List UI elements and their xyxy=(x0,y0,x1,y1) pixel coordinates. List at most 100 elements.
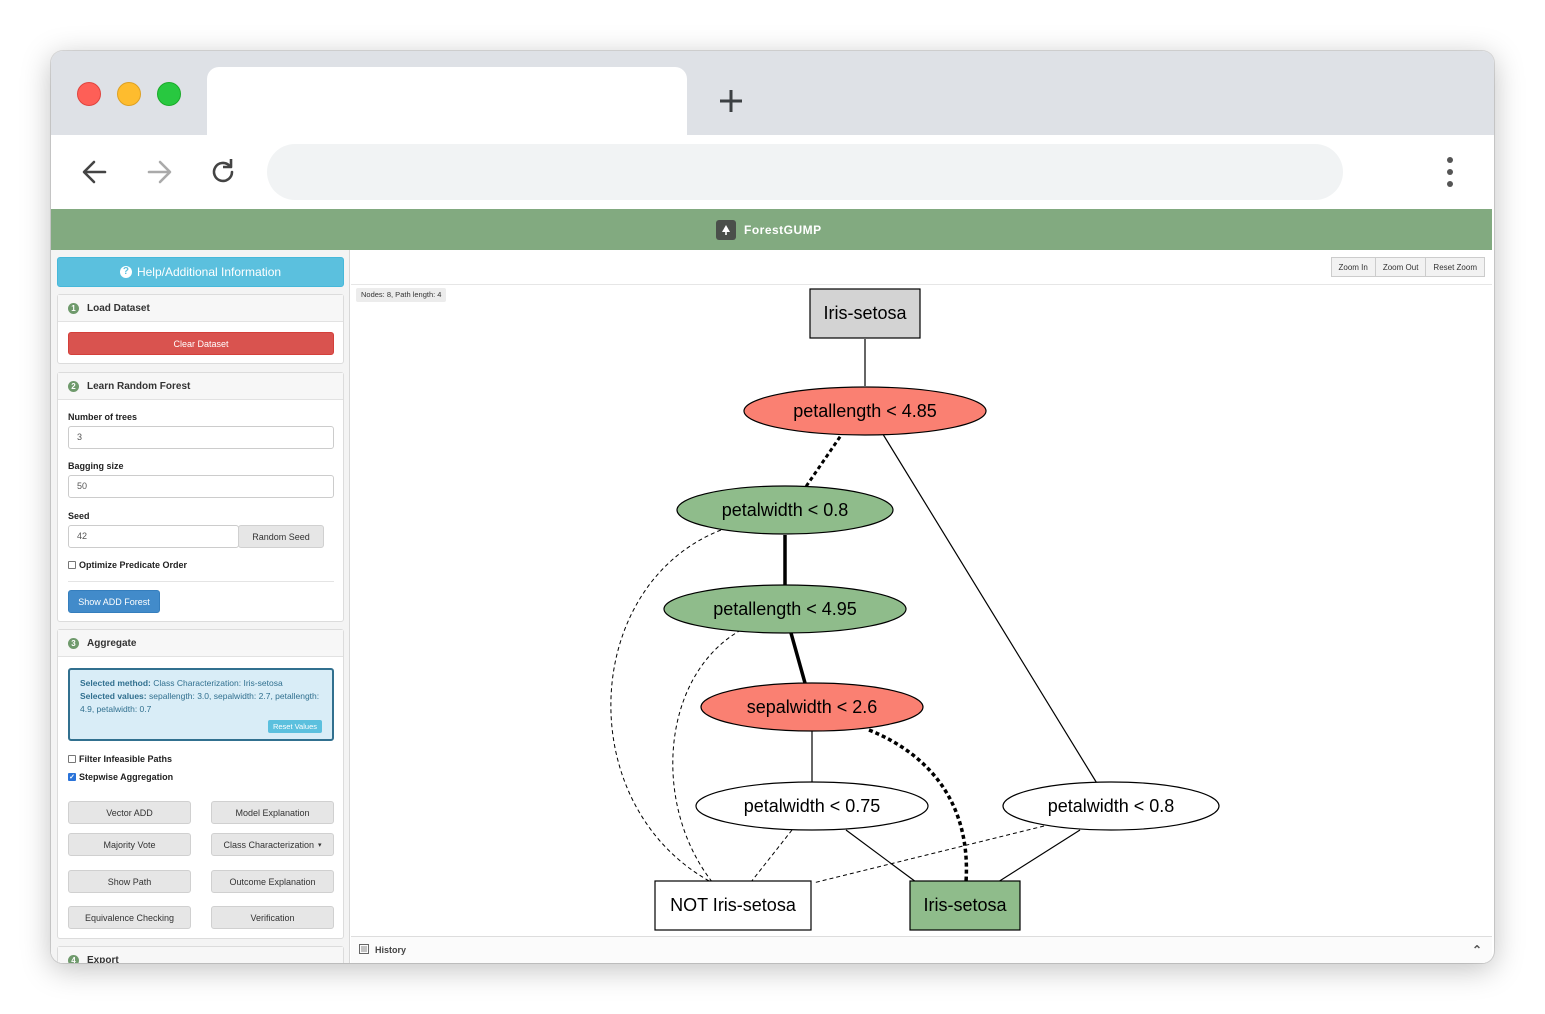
minimize-window-button[interactable] xyxy=(117,82,141,106)
stepwise-aggregation-checkbox[interactable]: ✓ Stepwise Aggregation xyxy=(68,772,173,782)
step-badge: 4 xyxy=(68,954,79,963)
bagging-input[interactable]: 50 xyxy=(68,475,334,498)
aggregate-panel: 3 Aggregate Selected method: Class Chara… xyxy=(57,629,344,939)
model-explanation-button[interactable]: Model Explanation xyxy=(211,801,334,824)
filter-infeasible-checkbox[interactable]: Filter Infeasible Paths xyxy=(68,754,172,764)
decision-node-label: petalwidth < 0.8 xyxy=(1048,796,1175,816)
panel-header: 3 Aggregate xyxy=(58,630,343,657)
decision-node-label: petallength < 4.85 xyxy=(793,401,937,421)
browser-menu-icon[interactable] xyxy=(1435,155,1465,189)
browser-window: ForestGUMP ? Help/Additional Information… xyxy=(51,51,1494,963)
tree-logo-icon xyxy=(716,220,736,240)
leaf-node-label: NOT Iris-setosa xyxy=(670,895,797,915)
edge xyxy=(997,829,1081,883)
learn-random-forest-panel: 2 Learn Random Forest Number of trees 3 … xyxy=(57,372,344,622)
decision-node[interactable] xyxy=(700,682,924,732)
majority-vote-button[interactable]: Majority Vote xyxy=(68,833,191,856)
edge xyxy=(750,829,793,883)
panel-title: Load Dataset xyxy=(87,302,150,314)
reload-icon[interactable] xyxy=(205,154,241,190)
optimize-label: Optimize Predicate Order xyxy=(79,560,188,570)
panel-header: 2 Learn Random Forest xyxy=(58,373,343,400)
zoom-controls: Zoom In Zoom Out Reset Zoom xyxy=(1330,257,1485,277)
filter-label: Filter Infeasible Paths xyxy=(79,754,173,764)
trees-label: Number of trees xyxy=(68,412,138,422)
maximize-window-button[interactable] xyxy=(157,82,181,106)
panel-title: Learn Random Forest xyxy=(87,380,191,392)
forward-arrow-icon[interactable] xyxy=(141,154,177,190)
panel-header: 1 Load Dataset xyxy=(58,295,343,322)
decision-node[interactable] xyxy=(743,386,987,436)
root-node[interactable] xyxy=(809,288,921,339)
verification-button[interactable]: Verification xyxy=(211,906,334,929)
help-button-label: Help/Additional Information xyxy=(136,265,282,279)
selected-values-value: sepallength: 3.0, sepalwidth: 2.7, petal… xyxy=(80,691,320,714)
vector-add-button[interactable]: Vector ADD xyxy=(68,801,191,824)
selected-values-label: Selected values: xyxy=(80,691,147,701)
browser-tab-active[interactable] xyxy=(207,67,687,135)
app-header: ForestGUMP xyxy=(51,209,1492,250)
checkmark-icon[interactable]: ✓ xyxy=(68,773,76,781)
decision-node[interactable] xyxy=(676,485,894,535)
decision-node-label: sepalwidth < 2.6 xyxy=(747,697,878,717)
step-badge: 3 xyxy=(68,637,79,649)
outcome-explanation-button[interactable]: Outcome Explanation xyxy=(211,870,334,893)
class-characterization-dropdown[interactable]: Class Characterization ▾ xyxy=(211,833,334,856)
reset-zoom-button[interactable]: Reset Zoom xyxy=(1426,257,1485,277)
checkbox-box[interactable] xyxy=(68,561,76,569)
decision-node-label: petalwidth < 0.8 xyxy=(722,500,849,520)
show-add-forest-button[interactable]: Show ADD Forest xyxy=(68,590,160,613)
panel-title: Export xyxy=(87,954,119,964)
decision-node[interactable] xyxy=(1002,781,1220,831)
root-node-label: Iris-setosa xyxy=(823,303,907,323)
edge xyxy=(672,629,742,884)
clear-dataset-button[interactable]: Clear Dataset xyxy=(68,332,334,355)
export-panel: 4 Export xyxy=(57,946,344,963)
edge xyxy=(880,430,1099,786)
help-button[interactable]: ? Help/Additional Information xyxy=(57,257,344,287)
random-seed-button[interactable]: Random Seed xyxy=(238,525,324,548)
stepwise-label: Stepwise Aggregation xyxy=(79,772,174,782)
close-window-button[interactable] xyxy=(77,82,101,106)
address-bar[interactable] xyxy=(267,144,1343,200)
trees-input[interactable]: 3 xyxy=(68,426,334,449)
chevron-up-icon[interactable]: ⌃ xyxy=(1471,943,1482,957)
panel-header: 4 Export xyxy=(58,947,343,963)
history-bar[interactable]: History ⌃ xyxy=(351,936,1492,963)
step-badge: 2 xyxy=(68,380,79,392)
browser-toolbar xyxy=(51,135,1494,209)
divider xyxy=(351,284,1492,285)
decision-node[interactable] xyxy=(663,584,907,634)
class-characterization-label: Class Characterization xyxy=(223,839,315,850)
step-badge: 1 xyxy=(68,302,79,314)
seed-input[interactable]: 42 xyxy=(68,525,239,548)
graph-view: Zoom In Zoom Out Reset Zoom Nodes: 8, Pa… xyxy=(351,250,1492,963)
edge xyxy=(812,825,1045,884)
new-tab-icon[interactable] xyxy=(715,85,747,117)
history-label: History xyxy=(375,945,407,955)
selected-method-value: Class Characterization: Iris-setosa xyxy=(153,678,283,688)
show-path-button[interactable]: Show Path xyxy=(68,870,191,893)
brand: ForestGUMP xyxy=(716,220,822,240)
graph-info-badge: Nodes: 8, Path length: 4 xyxy=(356,288,447,302)
equivalence-checking-button[interactable]: Equivalence Checking xyxy=(68,906,191,929)
zoom-in-button[interactable]: Zoom In xyxy=(1330,257,1376,277)
checkbox-box[interactable] xyxy=(68,755,76,763)
leaf-node-not-setosa[interactable] xyxy=(654,880,812,931)
selected-method-label: Selected method: xyxy=(80,678,151,688)
leaf-node-setosa[interactable] xyxy=(909,880,1021,931)
history-icon xyxy=(359,944,369,956)
back-arrow-icon[interactable] xyxy=(77,154,113,190)
decision-diagram[interactable]: Iris-setosa petallength < 4.85 petalwidt… xyxy=(351,285,1492,936)
sidebar: ? Help/Additional Information 1 Load Dat… xyxy=(51,250,350,963)
reset-values-button[interactable]: Reset Values xyxy=(267,720,322,733)
load-dataset-panel: 1 Load Dataset Clear Dataset xyxy=(57,294,344,364)
optimize-checkbox[interactable]: Optimize Predicate Order xyxy=(68,560,187,570)
forestgump-app: ForestGUMP ? Help/Additional Information… xyxy=(51,209,1492,963)
caret-down-icon: ▾ xyxy=(318,841,322,849)
zoom-out-button[interactable]: Zoom Out xyxy=(1375,257,1427,277)
decision-node-label: petalwidth < 0.75 xyxy=(744,796,881,816)
selection-info-box: Selected method: Class Characterization:… xyxy=(68,668,334,741)
leaf-node-label: Iris-setosa xyxy=(923,895,1007,915)
decision-node[interactable] xyxy=(695,781,929,831)
